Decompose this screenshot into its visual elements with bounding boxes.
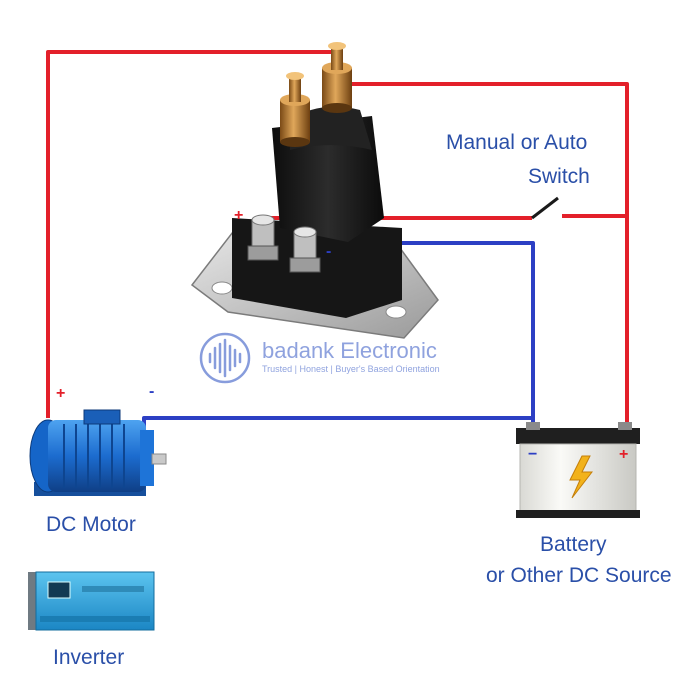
battery-foot [516, 510, 640, 518]
solenoid-negative-sign: - [326, 243, 332, 260]
battery-lid [516, 428, 640, 444]
small-terminal-positive [247, 214, 279, 261]
large-terminal-left [280, 72, 310, 147]
solenoid-relay [190, 42, 439, 339]
motor-flange [140, 430, 154, 486]
dc-motor [29, 409, 167, 496]
switch-label-line2: Switch [528, 165, 590, 188]
motor-label: DC Motor [46, 513, 136, 536]
positive-wire-motor [46, 50, 332, 418]
lightning-bolt-icon [569, 455, 594, 499]
mounting-hole [385, 305, 407, 319]
mounting-hole [211, 281, 233, 295]
motor-shaft [151, 453, 167, 465]
sound-wave-icon [199, 332, 251, 384]
battery [516, 422, 640, 518]
positive-wire-battery [348, 82, 629, 432]
battery-terminal-positive [618, 422, 632, 430]
battery-label-line2: or Other DC Source [486, 564, 672, 587]
inverter [28, 571, 155, 631]
inverter-strip [40, 616, 150, 622]
inverter-display [47, 581, 71, 599]
negative-wire-motor [142, 416, 533, 428]
watermark-tagline: Trusted | Honest | Buyer's Based Orienta… [262, 364, 440, 374]
inverter-label: Inverter [53, 646, 125, 669]
motor-negative-sign: - [149, 383, 155, 400]
small-terminal-negative [289, 226, 321, 273]
large-terminal-right [322, 42, 352, 113]
battery-negative-sign: − [528, 446, 538, 463]
battery-label-line1: Battery [540, 533, 607, 556]
inverter-panel [82, 586, 144, 592]
battery-positive-sign: + [619, 446, 629, 463]
watermark-brand: badank Electronic [262, 338, 437, 363]
motor-positive-sign: + [56, 385, 66, 402]
switch-label-line1: Manual or Auto [446, 131, 588, 154]
inverter-end-cap [28, 572, 38, 630]
solenoid-positive-sign: + [234, 207, 244, 224]
battery-terminal-negative [526, 422, 540, 430]
motor-terminal-box [83, 409, 121, 425]
switch-lever [531, 196, 559, 220]
motor-housing [48, 420, 146, 492]
